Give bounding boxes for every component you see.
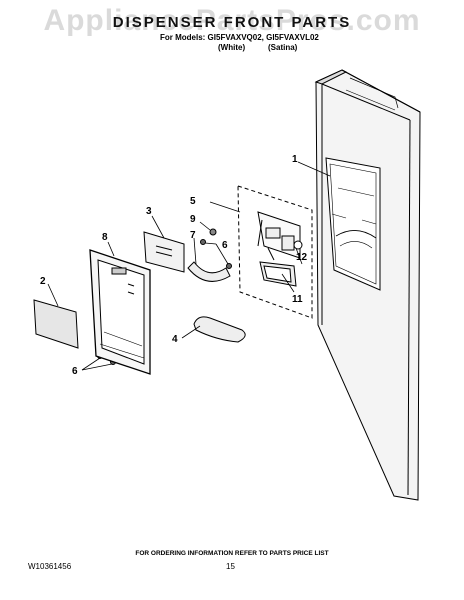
document-part-number: W10361456 — [28, 562, 72, 571]
part-8-bezel — [89, 249, 151, 375]
callout-12: 12 — [296, 252, 308, 263]
callout-6-upper: 6 — [222, 240, 228, 251]
callout-2: 2 — [40, 276, 46, 287]
callout-8: 8 — [102, 232, 108, 243]
page-number: 15 — [226, 562, 235, 571]
page-title: DISPENSER FRONT PARTS — [112, 14, 352, 31]
part-11-paddle — [259, 261, 297, 287]
part-3-module — [143, 231, 185, 273]
part-4-drip-tray — [193, 316, 246, 343]
callout-3: 3 — [146, 206, 152, 217]
callout-5: 5 — [190, 196, 196, 207]
callout-7: 7 — [190, 230, 196, 241]
variant-white: (White) — [218, 43, 246, 52]
callout-6-lower: 6 — [72, 366, 78, 377]
callout-1: 1 — [292, 154, 298, 165]
part-5-outline — [237, 185, 313, 319]
leader-lines — [47, 161, 331, 371]
part-2-panel — [33, 299, 79, 349]
callout-11: 11 — [292, 294, 303, 305]
part-7-chute-flap — [187, 261, 231, 282]
variant-satina: (Satina) — [268, 43, 298, 52]
part-9-screw — [209, 228, 217, 236]
ordering-note: FOR ORDERING INFORMATION REFER TO PARTS … — [135, 550, 329, 557]
callout-9: 9 — [190, 214, 196, 225]
models-line: For Models: GI5FVAXVQ02, GI5FVAXVL02 — [160, 33, 319, 42]
part-5-actuator — [257, 211, 303, 261]
watermark: AppliancePartsPros.com — [43, 4, 421, 37]
door-panel — [314, 69, 421, 501]
callout-4: 4 — [172, 334, 178, 345]
